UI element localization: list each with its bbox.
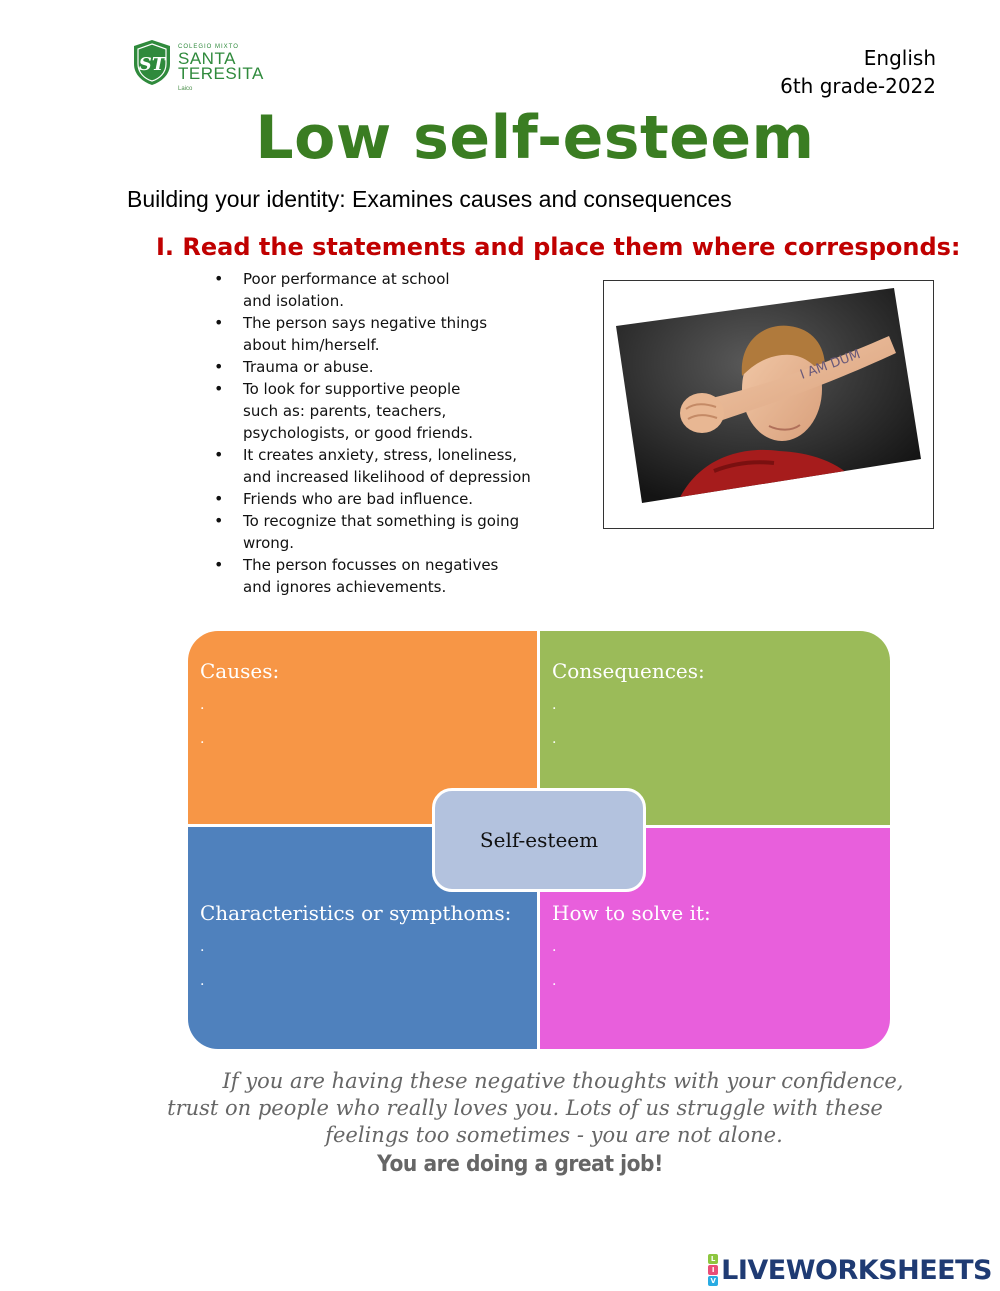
characteristics-blank-2[interactable]: . (200, 973, 205, 989)
statement-line: Trauma or abuse. (243, 358, 374, 376)
causes-blank-2[interactable]: . (200, 731, 205, 747)
characteristics-blank-1[interactable]: . (200, 939, 205, 955)
statement-item[interactable]: The person says negative things about hi… (214, 312, 544, 356)
school-logo: ST Colegio Mixto SANTA TERESITA Laico (130, 36, 263, 100)
statement-item[interactable]: To look for supportive people such as: p… (214, 378, 544, 444)
solve-blank-2[interactable]: . (552, 973, 557, 989)
statements-list: Poor performance at school and isolation… (214, 268, 544, 598)
statement-line: To recognize that something is going (243, 512, 520, 530)
closing-message: You are doing a great job! (377, 1152, 663, 1177)
statement-line: psychologists, or good friends. (243, 424, 473, 442)
subject-block: English 6th grade-2022 (780, 44, 936, 100)
statement-line: and ignores achievements. (243, 578, 447, 596)
solve-label: How to solve it: (552, 901, 711, 925)
message-line-2: trust on people who really loves you. Lo… (167, 1096, 883, 1120)
brand-letter: I (708, 1265, 719, 1275)
causes-blank-1[interactable]: . (200, 697, 205, 713)
logo-text: Colegio Mixto SANTA TERESITA Laico (178, 44, 264, 93)
statement-line: It creates anxiety, stress, loneliness, (243, 446, 518, 464)
brand-letters-icon: L I V (708, 1254, 719, 1286)
brand-letter: V (708, 1276, 719, 1286)
statement-line: and increased likelihood of depression (243, 468, 531, 486)
self-esteem-diagram: Causes: . . Consequences: . . Characteri… (188, 631, 890, 1049)
statement-line: The person says negative things (243, 314, 488, 332)
statement-line: about him/herself. (243, 336, 380, 354)
logo-sub-text: Laico (178, 86, 193, 92)
statement-item[interactable]: Poor performance at school and isolation… (214, 268, 544, 312)
statement-line: The person focusses on negatives (243, 556, 499, 574)
logo-name-line2: TERESITA (178, 64, 264, 83)
statement-line: To look for supportive people (243, 380, 461, 398)
liveworksheets-brand[interactable]: L I V LIVEWORKSHEETS (708, 1254, 992, 1286)
message-line-1: If you are having these negative thought… (222, 1069, 904, 1093)
characteristics-label: Characteristics or sympthoms: (200, 901, 512, 925)
causes-label: Causes: (200, 659, 280, 683)
consequences-blank-1[interactable]: . (552, 697, 557, 713)
svg-text:ST: ST (139, 54, 167, 75)
subject-label: English (863, 46, 936, 70)
message-line-3: feelings too sometimes - you are not alo… (325, 1123, 783, 1147)
page-subtitle: Building your identity: Examines causes … (127, 186, 732, 212)
instruction-heading: I. Read the statements and place them wh… (156, 233, 961, 261)
brand-letter: L (708, 1254, 719, 1264)
statement-line: such as: parents, teachers, (243, 402, 447, 420)
statement-line: and isolation. (243, 292, 345, 310)
page-title: Low self-esteem (255, 103, 815, 173)
center-self-esteem-box: Self-esteem (432, 788, 646, 892)
brand-text: LIVEWORKSHEETS (721, 1254, 992, 1286)
statement-line: wrong. (243, 534, 295, 552)
statement-item[interactable]: The person focusses on negatives and ign… (214, 554, 544, 598)
statement-line: Friends who are bad influence. (243, 490, 474, 508)
shield-logo-icon: ST (134, 40, 170, 85)
statement-item[interactable]: Trauma or abuse. (214, 356, 544, 378)
solve-blank-1[interactable]: . (552, 939, 557, 955)
logo-small-text: Colegio Mixto (178, 44, 239, 50)
statement-item[interactable]: Friends who are bad influence. (214, 488, 544, 510)
consequences-label: Consequences: (552, 659, 705, 683)
statement-item[interactable]: It creates anxiety, stress, loneliness, … (214, 444, 544, 488)
consequences-blank-2[interactable]: . (552, 731, 557, 747)
encouragement-message: If you are having these negative thought… (120, 1068, 960, 1149)
logo-name-line1: SANTA (178, 49, 236, 68)
grade-label: 6th grade-2022 (780, 74, 936, 98)
photo-frame: I AM DUM (603, 280, 934, 529)
statement-item[interactable]: To recognize that something is going wro… (214, 510, 544, 554)
statement-line: Poor performance at school (243, 270, 450, 288)
boy-covering-face-photo: I AM DUM (616, 288, 921, 503)
